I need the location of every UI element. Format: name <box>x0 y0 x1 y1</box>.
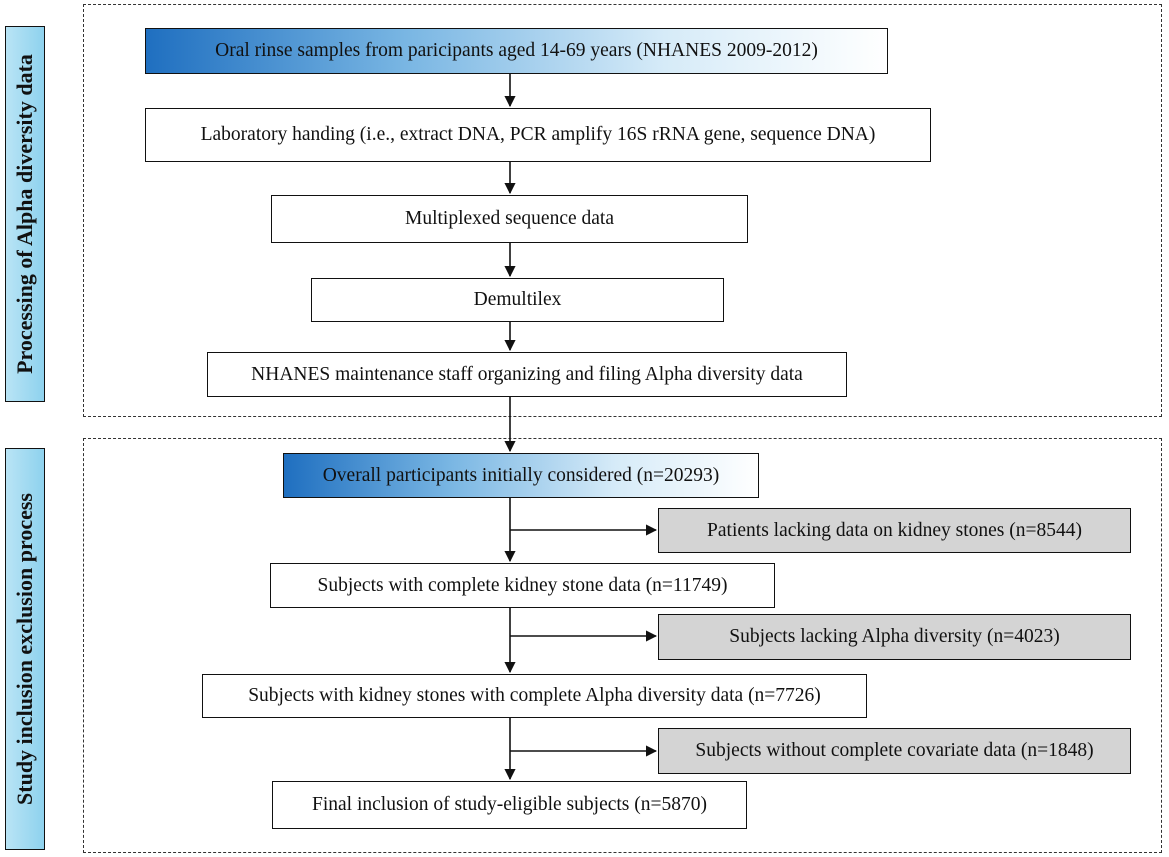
lab-handling-box: Laboratory handing (i.e., extract DNA, P… <box>145 108 931 162</box>
nhanes-staff-box: NHANES maintenance staff organizing and … <box>207 352 847 397</box>
processing-side-label: Processing of Alpha diversity data <box>5 26 45 402</box>
complete-alpha-text: Subjects with kidney stones with complet… <box>248 685 821 706</box>
lacking-covariate-text: Subjects without complete covariate data… <box>695 740 1094 761</box>
final-inclusion-text: Final inclusion of study-eligible subjec… <box>312 794 707 815</box>
demultilex-box: Demultilex <box>311 278 724 322</box>
processing-section <box>83 4 1162 417</box>
lacking-alpha-box: Subjects lacking Alpha diversity (n=4023… <box>658 614 1131 660</box>
lacking-covariate-box: Subjects without complete covariate data… <box>658 728 1131 774</box>
nhanes-staff-text: NHANES maintenance staff organizing and … <box>251 363 803 385</box>
lacking-stones-text: Patients lacking data on kidney stones (… <box>707 519 1082 541</box>
lacking-stones-box: Patients lacking data on kidney stones (… <box>658 508 1131 553</box>
lab-handling-text: Laboratory handing (i.e., extract DNA, P… <box>200 124 876 145</box>
study-side-label: Study inclusion exclusion process <box>5 448 45 850</box>
oral-rinse-text: Oral rinse samples from paricipants aged… <box>215 40 818 61</box>
demultilex-text: Demultilex <box>473 289 562 310</box>
multiplexed-box: Multiplexed sequence data <box>271 195 748 243</box>
multiplexed-text: Multiplexed sequence data <box>404 208 614 229</box>
overall-participants-text: Overall participants initially considere… <box>322 464 720 486</box>
overall-participants-box: Overall participants initially considere… <box>283 453 759 498</box>
final-inclusion-box: Final inclusion of study-eligible subjec… <box>272 781 747 829</box>
complete-stone-box: Subjects with complete kidney stone data… <box>270 563 775 608</box>
oral-rinse-box: Oral rinse samples from paricipants aged… <box>145 28 888 74</box>
study-section <box>83 438 1162 853</box>
lacking-alpha-text: Subjects lacking Alpha diversity (n=4023… <box>729 626 1060 647</box>
complete-stone-text: Subjects with complete kidney stone data… <box>317 574 728 596</box>
complete-alpha-box: Subjects with kidney stones with complet… <box>202 674 867 718</box>
